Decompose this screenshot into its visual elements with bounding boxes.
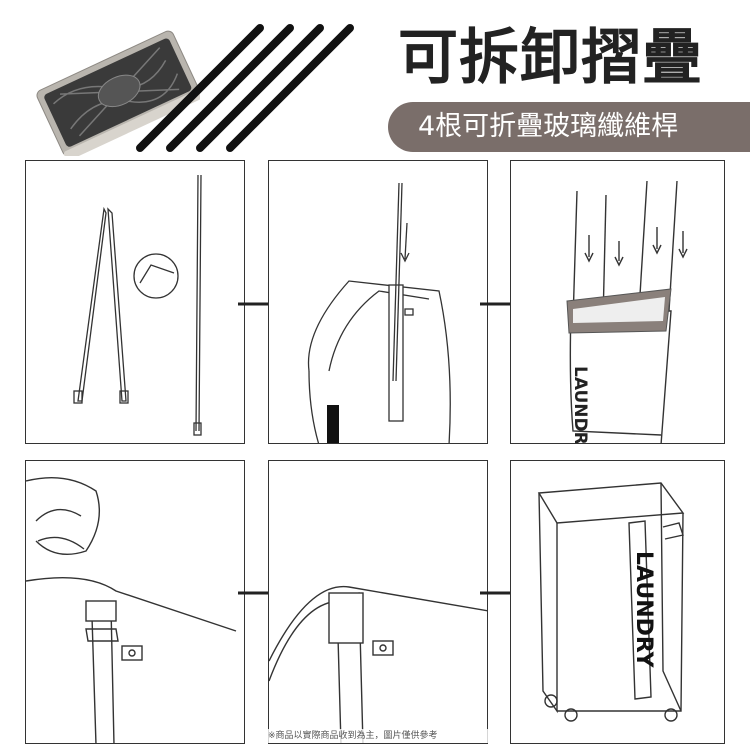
subtitle-banner: 4根可折疊玻璃纖維桿	[388, 102, 750, 152]
folded-product-photo	[36, 30, 200, 156]
step-panel-4	[25, 460, 245, 744]
laundry-label: LAUNDRY	[631, 551, 656, 669]
step-panel-1	[25, 160, 245, 444]
laundry-label: LAUNDRY	[570, 366, 590, 444]
step-panel-6: LAUNDRY	[510, 460, 725, 744]
step-panel-5	[268, 460, 488, 744]
fiberglass-rods-photo	[136, 24, 354, 152]
page-title: 可拆卸摺疊	[398, 23, 703, 93]
step-panel-3: LAUNDRY	[510, 160, 725, 444]
disclaimer-note: ※商品以實際商品收到為主，圖片僅供參考	[268, 729, 498, 743]
step-panel-2	[268, 160, 488, 444]
